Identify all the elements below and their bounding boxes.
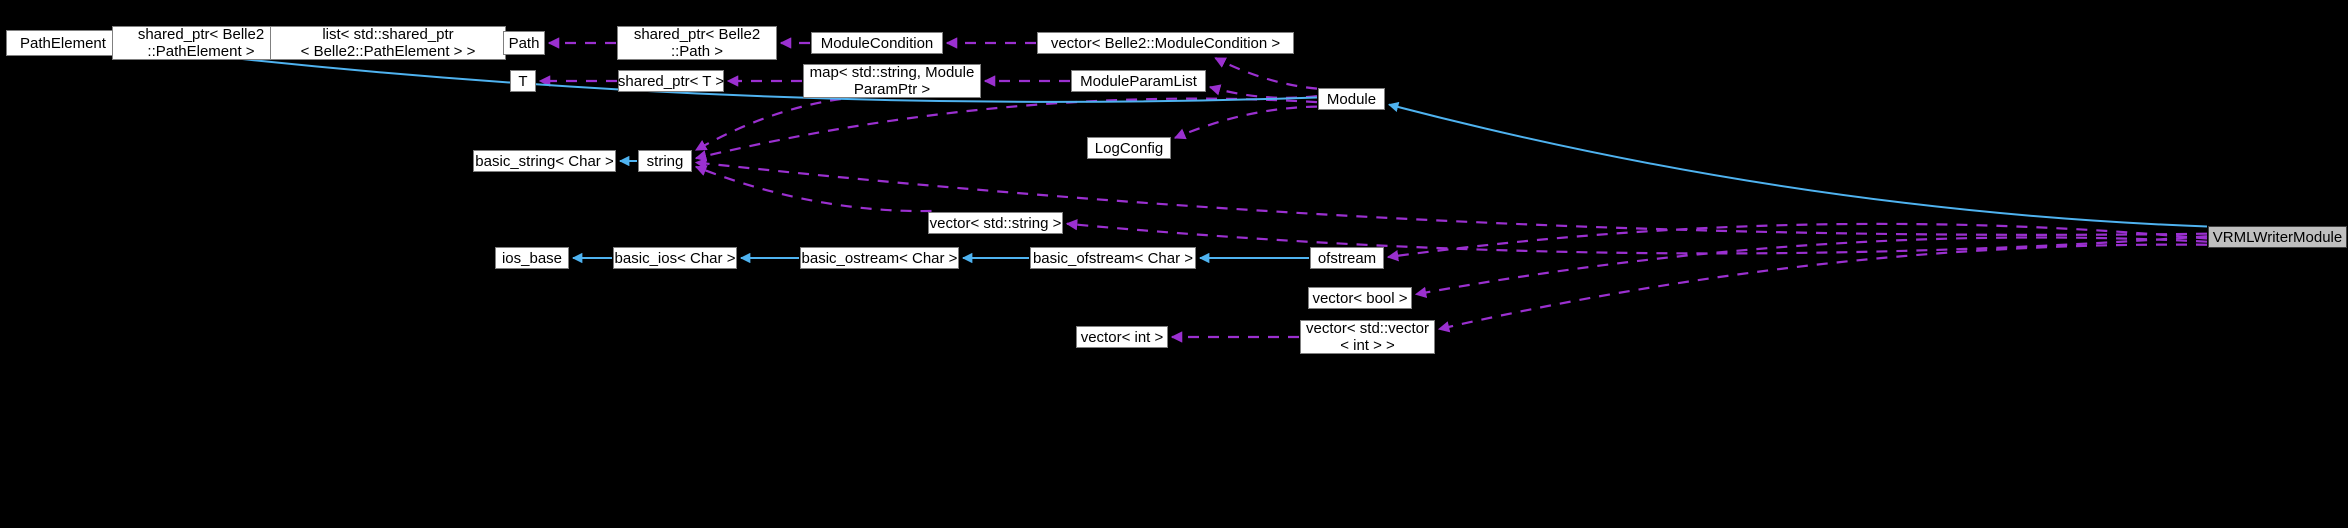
node-label-vrmlwritermodule: VRMLWriterModule [2212,228,2343,246]
edge-vrmlwritermodule-to-vec_bool [1414,236,2208,299]
node-label-sharedptr_pathelem: shared_ptr< Belle2 ::PathElement > [137,26,265,60]
edge-vrmlwritermodule-to-vec_std_string [1065,219,2208,255]
node-sharedptr_t[interactable]: shared_ptr< T > [618,70,724,92]
node-label-module: Module [1326,90,1377,108]
node-vec_bool[interactable]: vector< bool > [1308,287,1412,309]
node-string[interactable]: string [638,150,692,172]
edge-module-to-moduleparamlist [1208,84,1318,99]
node-t[interactable]: T [510,70,536,92]
node-label-moduleparamlist: ModuleParamList [1080,72,1197,90]
node-label-string: string [646,152,684,170]
node-label-list_sharedptr: list< std::shared_ptr < Belle2::PathElem… [300,26,476,60]
node-sharedptr_path[interactable]: shared_ptr< Belle2 ::Path > [617,26,777,60]
node-label-modulecondition: ModuleCondition [820,34,934,52]
node-vec_int[interactable]: vector< int > [1076,326,1168,348]
node-path[interactable]: Path [503,31,545,55]
node-vec_vec_int[interactable]: vector< std::vector < int > > [1300,320,1435,354]
node-basic_ios_char[interactable]: basic_ios< Char > [613,247,737,269]
node-basic_ofstream_char[interactable]: basic_ofstream< Char > [1030,247,1196,269]
node-moduleparamlist[interactable]: ModuleParamList [1071,70,1206,92]
node-list_sharedptr[interactable]: list< std::shared_ptr < Belle2::PathElem… [270,26,506,60]
node-modulecondition[interactable]: ModuleCondition [811,32,943,54]
node-logconfig[interactable]: LogConfig [1087,137,1171,159]
node-label-logconfig: LogConfig [1094,139,1164,157]
node-module[interactable]: Module [1318,88,1385,110]
node-label-basic_ofstream_char: basic_ofstream< Char > [1032,249,1194,267]
node-label-sharedptr_path: shared_ptr< Belle2 ::Path > [633,26,761,60]
node-label-sharedptr_t: shared_ptr< T > [617,72,725,90]
node-sharedptr_pathelem[interactable]: shared_ptr< Belle2 ::PathElement > [112,26,290,60]
node-vec_std_string[interactable]: vector< std::string > [928,212,1063,234]
node-basic_ostream_char[interactable]: basic_ostream< Char > [800,247,959,269]
node-ios_base[interactable]: ios_base [495,247,569,269]
node-ofstream[interactable]: ofstream [1310,247,1384,269]
node-label-vec_vec_int: vector< std::vector < int > > [1306,320,1429,354]
edge-vrmlwritermodule-to-ofstream [1386,222,2208,262]
edge-map_string_mpp-to-string [695,97,842,152]
node-label-path: Path [508,34,540,52]
node-pathelement[interactable]: PathElement [6,30,120,56]
node-label-basic_ostream_char: basic_ostream< Char > [801,249,958,267]
node-label-vec_std_string: vector< std::string > [929,214,1062,232]
edge-module-to-string [694,97,1318,162]
edge-module-to-vec_modulecond [1214,57,1318,90]
node-label-pathelement: PathElement [20,34,106,52]
node-label-vec_int: vector< int > [1080,328,1164,346]
edge-vrmlwritermodule-to-module [1387,101,2208,228]
node-label-t: T [518,72,528,90]
node-label-map_string_mpp: map< std::string, Module ParamPtr > [809,64,975,98]
node-label-basic_ios_char: basic_ios< Char > [614,249,736,267]
node-label-vec_modulecond: vector< Belle2::ModuleCondition > [1050,34,1281,52]
node-label-vec_bool: vector< bool > [1312,289,1408,307]
node-label-ofstream: ofstream [1317,249,1377,267]
node-vec_modulecond[interactable]: vector< Belle2::ModuleCondition > [1037,32,1294,54]
edge-vrmlwritermodule-to-string [694,157,2208,236]
node-label-ios_base: ios_base [501,249,563,267]
edge-vrmlwritermodule-to-vec_vec_int [1437,243,2208,333]
edge-vec_std_string-to-string [694,165,932,213]
node-vrmlwritermodule[interactable]: VRMLWriterModule [2208,226,2347,248]
node-basic_string_char[interactable]: basic_string< Char > [473,150,616,172]
node-map_string_mpp[interactable]: map< std::string, Module ParamPtr > [803,64,981,98]
edge-module-to-logconfig [1173,105,1318,140]
node-label-basic_string_char: basic_string< Char > [475,152,614,170]
